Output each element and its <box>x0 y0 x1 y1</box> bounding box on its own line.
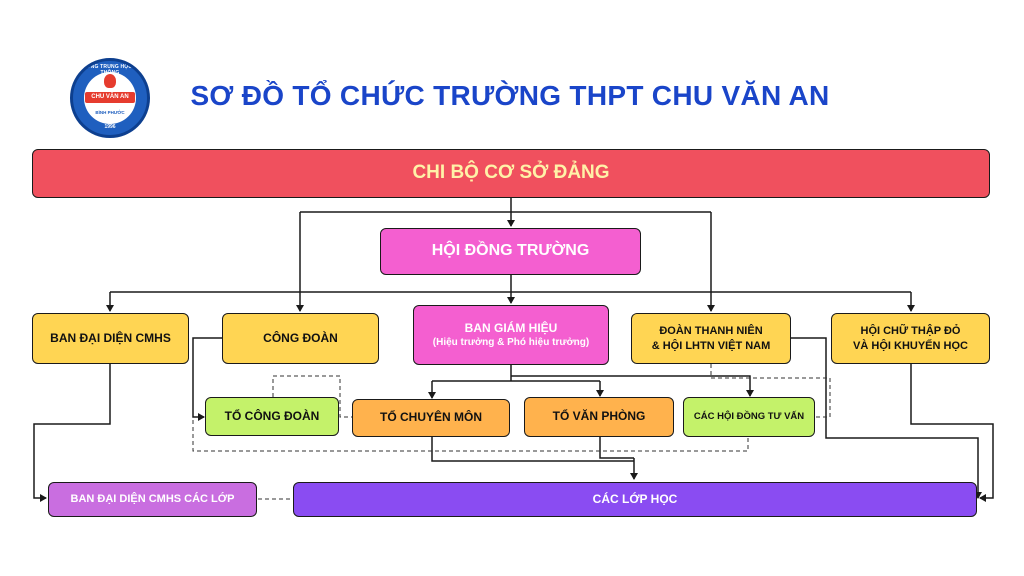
node-hoi-chu-thap-do: HỘI CHỮ THẬP ĐỎ VÀ HỘI KHUYẾN HỌC <box>831 313 990 364</box>
node-ban-dai-dien-cmhs: BAN ĐẠI DIỆN CMHS <box>32 313 189 364</box>
node-ban-giam-hieu: BAN GIÁM HIỆU (Hiệu trưởng & Phó hiệu tr… <box>413 305 609 365</box>
node-doan-thanh-nien-line2: & HỘI LHTN VIỆT NAM <box>651 339 771 352</box>
node-chi-bo-co-so-dang: CHI BỘ CƠ SỞ ĐẢNG <box>32 149 990 198</box>
school-logo: TRƯỜNG TRUNG HỌC PHỔ THÔNG CHU VĂN AN BÌ… <box>70 58 150 138</box>
node-cac-lop-hoc: CÁC LỚP HỌC <box>293 482 977 517</box>
node-ban-dai-dien-cmhs-cac-lop: BAN ĐẠI DIỆN CMHS CÁC LỚP <box>48 482 257 517</box>
node-to-cong-doan: TỔ CÔNG ĐOÀN <box>205 397 339 436</box>
page-title: SƠ ĐỒ TỔ CHỨC TRƯỜNG THPT CHU VĂN AN <box>190 80 830 111</box>
node-hoi-dong-truong: HỘI ĐỒNG TRƯỜNG <box>380 228 641 275</box>
logo-school-name: CHU VĂN AN <box>85 92 135 103</box>
node-ban-dai-dien-cmhs-cac-lop-label: BAN ĐẠI DIỆN CMHS CÁC LỚP <box>70 493 235 506</box>
node-ban-dai-dien-cmhs-label: BAN ĐẠI DIỆN CMHS <box>50 330 171 345</box>
node-hoi-dong-truong-label: HỘI ĐỒNG TRƯỜNG <box>431 242 590 260</box>
node-cac-lop-hoc-label: CÁC LỚP HỌC <box>592 491 678 506</box>
node-to-cong-doan-label: TỔ CÔNG ĐOÀN <box>224 408 320 423</box>
node-to-chuyen-mon-label: TỔ CHUYÊN MÔN <box>380 410 482 425</box>
logo-place: BÌNH PHƯỚC <box>95 110 125 115</box>
node-doan-thanh-nien: ĐOÀN THANH NIÊN & HỘI LHTN VIỆT NAM <box>631 313 791 364</box>
node-cac-hoi-dong-tu-van: CÁC HỘI ĐỒNG TƯ VẤN <box>683 397 815 437</box>
node-to-van-phong: TỔ VĂN PHÒNG <box>524 397 674 437</box>
node-ban-giam-hieu-label: BAN GIÁM HIỆU <box>464 320 558 335</box>
node-chi-bo-label: CHI BỘ CƠ SỞ ĐẢNG <box>412 162 610 184</box>
node-hoi-chu-thap-do-line1: HỘI CHỮ THẬP ĐỎ <box>860 325 961 338</box>
node-hoi-chu-thap-do-line2: VÀ HỘI KHUYẾN HỌC <box>853 339 968 352</box>
node-cac-hoi-dong-tu-van-label: CÁC HỘI ĐỒNG TƯ VẤN <box>693 410 805 422</box>
node-cong-doan-label: CÔNG ĐOÀN <box>263 330 338 345</box>
node-ban-giam-hieu-sub: (Hiệu trưởng & Phó hiệu trưởng) <box>432 337 590 349</box>
logo-year: 1996 <box>104 124 116 130</box>
node-to-van-phong-label: TỔ VĂN PHÒNG <box>552 409 646 424</box>
node-doan-thanh-nien-line1: ĐOÀN THANH NIÊN <box>659 325 763 338</box>
node-to-chuyen-mon: TỔ CHUYÊN MÔN <box>352 399 510 437</box>
torch-icon <box>104 74 116 88</box>
node-cong-doan: CÔNG ĐOÀN <box>222 313 379 364</box>
